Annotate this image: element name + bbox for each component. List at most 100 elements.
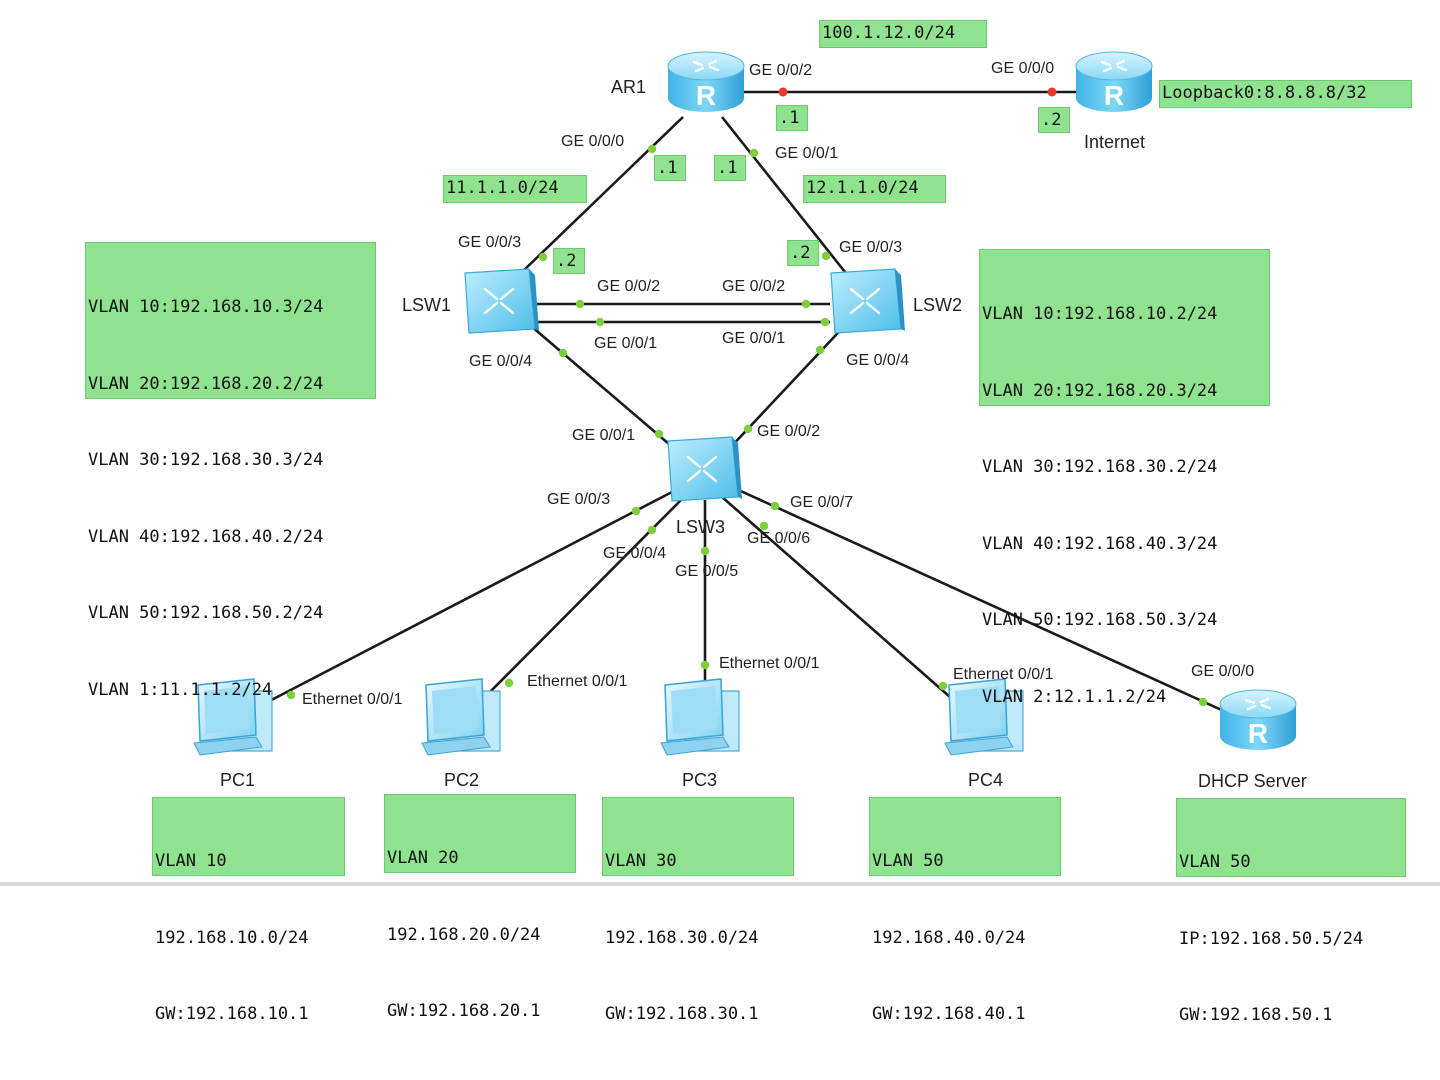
lsw1-vlan-note: VLAN 10:192.168.10.3/24 VLAN 20:192.168.… <box>85 242 376 700</box>
port-label: GE 0/0/2 <box>749 62 813 79</box>
port-label: GE 0/0/4 <box>846 352 910 369</box>
port-label: GE 0/0/3 <box>458 234 522 251</box>
ip-suffix-note: .1 <box>654 155 686 181</box>
switch-lsw2-icon[interactable] <box>830 268 905 334</box>
pc2-icon[interactable] <box>421 678 501 756</box>
pc4-note-line: GW:192.168.40.1 <box>872 1004 1026 1024</box>
port-label: GE 0/0/4 <box>603 545 667 562</box>
ip-suffix-note: .2 <box>553 248 585 274</box>
ip-suffix-note: .2 <box>787 240 819 266</box>
port-label: GE 0/0/7 <box>790 494 854 511</box>
svg-text:R: R <box>696 80 716 111</box>
link-lsw3-pc1 <box>255 490 673 710</box>
device-name-internet: Internet <box>1084 132 1146 152</box>
port-label: GE 0/0/1 <box>775 145 839 162</box>
pc3-note-line: VLAN 30 <box>605 851 677 871</box>
port-label: GE 0/0/0 <box>1191 663 1255 680</box>
link-lsw3-dhcp <box>733 486 1227 714</box>
dhcp-note-line: VLAN 50 <box>1179 852 1251 872</box>
port-label: GE 0/0/1 <box>594 335 658 352</box>
port-dot <box>770 501 780 511</box>
switch-lsw3-icon[interactable] <box>667 436 742 502</box>
lsw2-vlan-line: VLAN 30:192.168.30.2/24 <box>982 457 1218 477</box>
port-dot <box>778 87 788 97</box>
pc4-note-line: VLAN 50 <box>872 851 944 871</box>
pc2-note-line: VLAN 20 <box>387 848 459 868</box>
device-name-pc4: PC4 <box>968 770 1004 790</box>
pc4-icon[interactable] <box>944 678 1024 756</box>
port-dot <box>801 299 811 309</box>
port-dot <box>647 144 657 154</box>
lsw2-vlan-line: VLAN 10:192.168.10.2/24 <box>982 304 1218 324</box>
port-dot <box>575 299 585 309</box>
port-dot <box>759 521 769 531</box>
ip-suffix-note: .2 <box>1038 107 1070 133</box>
pc1-note-line: 192.168.10.0/24 <box>155 927 309 948</box>
router-dhcp-server-icon[interactable]: R <box>1219 689 1297 750</box>
port-dot <box>820 317 830 327</box>
pc2-note-line: 192.168.20.0/24 <box>387 924 541 945</box>
device-name-lsw2: LSW2 <box>913 295 963 315</box>
ip-suffix-note: .1 <box>714 155 746 181</box>
port-label: GE 0/0/3 <box>839 239 903 256</box>
lsw1-vlan-line: VLAN 1:11.1.1.2/24 <box>88 679 273 700</box>
dhcp-note: VLAN 50 IP:192.168.50.5/24 GW:192.168.50… <box>1176 798 1406 1025</box>
network-topology-diagram: R R R <box>0 20 1440 1025</box>
svg-text:R: R <box>1248 718 1268 749</box>
lsw2-vlan-line: VLAN 40:192.168.40.3/24 <box>982 533 1218 554</box>
port-dot <box>1047 87 1057 97</box>
port-dot <box>631 506 641 516</box>
ip-suffix-note: .1 <box>776 105 808 131</box>
pc1-note: VLAN 10 192.168.10.0/24 GW:192.168.10.1 <box>152 797 345 1024</box>
port-dot <box>749 148 759 158</box>
port-label: GE 0/0/2 <box>597 278 661 295</box>
port-label: GE 0/0/2 <box>722 278 786 295</box>
dhcp-note-line: IP:192.168.50.5/24 <box>1179 928 1364 949</box>
loopback-note: Loopback0:8.8.8.8/32 <box>1159 80 1412 108</box>
pc1-note-line: GW:192.168.10.1 <box>155 1004 309 1024</box>
lsw1-vlan-line: VLAN 20:192.168.20.2/24 <box>88 373 324 394</box>
device-name-pc1: PC1 <box>220 770 256 790</box>
lsw2-vlan-line: VLAN 2:12.1.1.2/24 <box>982 686 1167 707</box>
port-dot <box>1198 697 1208 707</box>
port-label: GE 0/0/5 <box>675 563 739 580</box>
port-dot <box>654 429 664 439</box>
port-label: GE 0/0/0 <box>561 133 625 150</box>
link-lsw3-pc4 <box>721 496 959 705</box>
router-ar1-icon[interactable]: R <box>667 51 745 112</box>
port-dot <box>821 251 831 261</box>
lsw1-vlan-line: VLAN 50:192.168.50.2/24 <box>88 603 324 623</box>
pc1-icon[interactable] <box>193 678 273 756</box>
link-ar1-lsw1 <box>521 116 684 273</box>
port-label: GE 0/0/1 <box>572 427 636 444</box>
router-internet-icon[interactable]: R <box>1075 51 1153 112</box>
lsw2-vlan-line: VLAN 20:192.168.20.3/24 <box>982 380 1218 401</box>
subnet-note-11: 11.1.1.0/24 <box>443 175 587 203</box>
device-name-ar1: AR1 <box>611 77 647 97</box>
bottom-divider <box>0 882 1440 886</box>
pc3-icon[interactable] <box>660 678 740 756</box>
port-dot <box>504 678 514 688</box>
port-label: GE 0/0/2 <box>757 423 821 440</box>
port-label: Ethernet 0/0/1 <box>527 673 628 690</box>
port-dot <box>700 546 710 556</box>
device-name-lsw3: LSW3 <box>676 517 726 537</box>
subnet-note-100: 100.1.12.0/24 <box>819 20 987 48</box>
device-name-pc2: PC2 <box>444 770 480 790</box>
device-name-lsw1: LSW1 <box>402 295 452 315</box>
subnet-note-12: 12.1.1.0/24 <box>803 175 946 203</box>
pc4-note: VLAN 50 192.168.40.0/24 GW:192.168.40.1 <box>869 797 1061 1024</box>
svg-text:R: R <box>1104 80 1124 111</box>
port-label: GE 0/0/1 <box>722 330 786 347</box>
port-label: Ethernet 0/0/1 <box>719 655 820 672</box>
pc2-note-line: GW:192.168.20.1 <box>387 1001 541 1021</box>
port-label: Ethernet 0/0/1 <box>302 691 403 708</box>
switch-lsw1-icon[interactable] <box>464 268 539 334</box>
port-label: GE 0/0/0 <box>991 60 1055 77</box>
link-ar1-lsw2 <box>720 116 847 273</box>
lsw1-vlan-line: VLAN 30:192.168.30.3/24 <box>88 450 324 470</box>
pc3-note-line: 192.168.30.0/24 <box>605 927 759 948</box>
port-dot <box>558 348 568 358</box>
pc2-note: VLAN 20 192.168.20.0/24 GW:192.168.20.1 <box>384 794 576 1021</box>
lsw1-vlan-line: VLAN 10:192.168.10.3/24 <box>88 297 324 317</box>
